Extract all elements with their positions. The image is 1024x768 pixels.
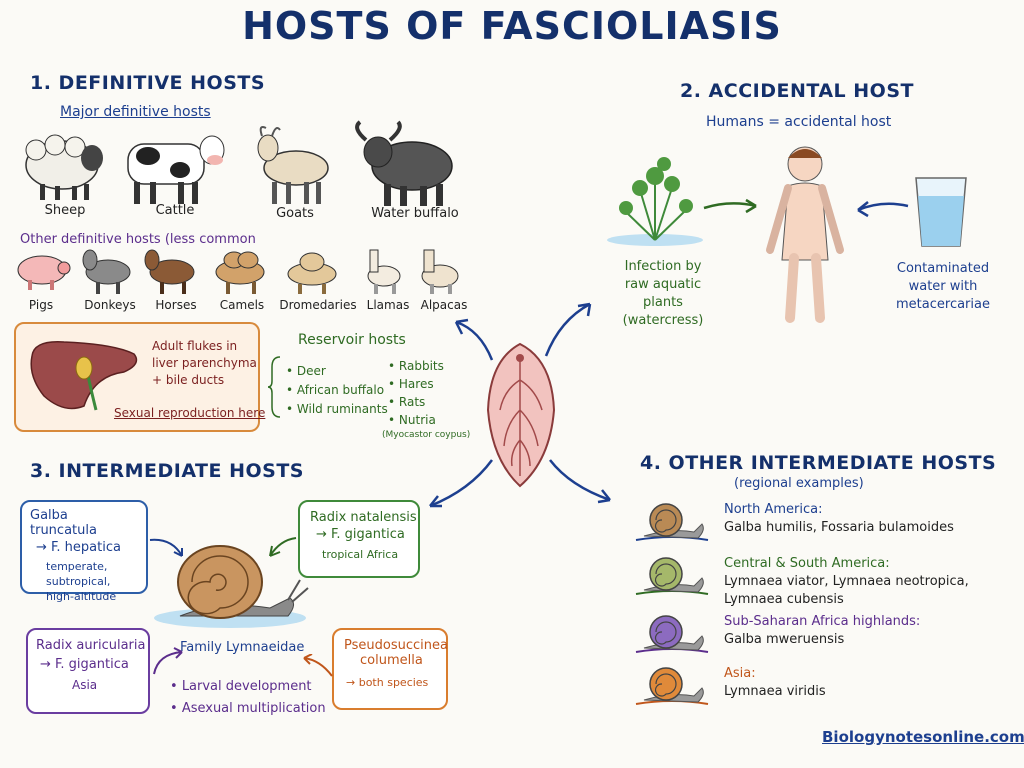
radix-natalensis-box: Radix natalensis → F. gigantica tropical… [298, 500, 420, 578]
infection-route-text: Infection by raw aquatic plants (watercr… [622, 259, 704, 328]
human-icon [766, 146, 844, 323]
liver-box [14, 322, 260, 432]
region-species: Galba humilis, Fossaria bulamoides [724, 520, 954, 535]
region-species: Galba mweruensis [724, 632, 845, 647]
host-label-camels: Camels [219, 298, 265, 312]
liver-description: Adult flukes in liver parenchyma + bile … [152, 339, 257, 387]
snail-icon [635, 667, 709, 705]
region-species: Lymnaea viridis [724, 684, 826, 699]
host-label-water-buffalo: Water buffalo [371, 206, 459, 221]
host-label-donkeys: Donkeys [84, 298, 136, 312]
host-label-llamas: Llamas [366, 298, 410, 312]
liver-icon [30, 341, 138, 411]
central-arrows-and-fluke [429, 302, 611, 508]
sheep-icon [25, 134, 103, 200]
reservoir-list-1: Deer African buffalo Wild ruminants [286, 362, 388, 419]
intermediate-bullets: Larval development Asexual multiplicatio… [170, 676, 326, 720]
contaminated-water-text: Contaminated water with metacercariae [896, 261, 990, 312]
llama-icon [367, 249, 401, 294]
cattle-icon [127, 135, 225, 204]
liver-fluke-icon [486, 342, 556, 488]
footer-credit: Biologynotesonline.com [822, 728, 1024, 746]
region-name: North America: [724, 502, 823, 517]
water-buffalo-icon [355, 120, 453, 206]
reservoir-list-2: Rabbits Hares Rats Nutria [388, 357, 444, 429]
horse-icon [144, 249, 195, 294]
region-row: Sub-Saharan Africa highlands: Galba mweru… [632, 610, 1012, 664]
snail-icon [635, 503, 709, 541]
accidental-subtitle: Humans = accidental host [706, 114, 892, 130]
region-species: Lymnaea cubensis [724, 592, 844, 607]
radix-auricularia-box: Radix auricularia → F. gigantica Asia [26, 628, 150, 714]
auricularia-arrow [153, 647, 183, 675]
other-hosts-label: Other definitive hosts (less common [20, 232, 256, 247]
reservoir-note: (Myocastor coypus) [382, 430, 471, 440]
other-intermediate-heading: 4. OTHER INTERMEDIATE HOSTS [640, 452, 997, 474]
major-hosts-label: Major definitive hosts [60, 104, 211, 120]
other-hosts-illustrations [17, 249, 459, 294]
other-intermediate-subtitle: (regional examples) [734, 476, 864, 491]
watercress-icon [607, 157, 703, 246]
region-name: Central & South America: [724, 556, 890, 571]
host-label-horses: Horses [155, 298, 197, 312]
camel-icon [215, 251, 265, 294]
host-label-dromedaries: Dromedaries [279, 298, 357, 312]
region-row: North America: Galba humilis, Fossaria bu… [632, 498, 1012, 552]
host-label-goats: Goats [276, 206, 314, 221]
donkey-icon [82, 249, 131, 294]
snail-icon [635, 557, 709, 595]
family-label: Family Lymnaeidae [180, 640, 305, 655]
intermediate-heading: 3. INTERMEDIATE HOSTS [30, 460, 304, 482]
water-glass-icon [915, 177, 967, 247]
region-species: Lymnaea viator, Lymnaea neotropica, [724, 574, 969, 589]
region-name: Asia: [724, 666, 756, 681]
definitive-heading: 1. DEFINITIVE HOSTS [30, 72, 266, 94]
region-row: Central & South America: Lymnaea viator, … [632, 552, 1012, 607]
pseudosuccinea-box: Pseudosuccinea columella → both species [332, 628, 448, 710]
host-label-sheep: Sheep [44, 203, 86, 218]
reservoir-heading: Reservoir hosts [298, 332, 406, 348]
reservoir-brace [268, 356, 281, 418]
liver-note: Sexual reproduction here [114, 406, 266, 420]
alpaca-icon [421, 249, 459, 294]
host-label-pigs: Pigs [28, 298, 54, 312]
page-title: HOSTS OF FASCIOLIASIS [242, 4, 782, 48]
host-label-cattle: Cattle [155, 203, 195, 218]
pig-icon [17, 255, 71, 290]
lymnaeid-snail-illustration [149, 537, 309, 628]
region-name: Sub-Saharan Africa highlands: [724, 614, 921, 629]
major-hosts-illustrations [25, 120, 453, 206]
dromedary-icon [287, 252, 337, 294]
goat-icon [257, 126, 329, 204]
accidental-illustration [607, 146, 967, 323]
host-label-alpacas: Alpacas [420, 298, 468, 312]
galba-truncatula-box: Galba truncatula → F. hepatica temperate… [20, 500, 148, 603]
accidental-heading: 2. ACCIDENTAL HOST [680, 80, 914, 102]
snail-icon [635, 615, 709, 653]
region-row: Asia: Lymnaea viridis [632, 662, 1012, 716]
pseudosuccinea-arrow [303, 654, 333, 677]
